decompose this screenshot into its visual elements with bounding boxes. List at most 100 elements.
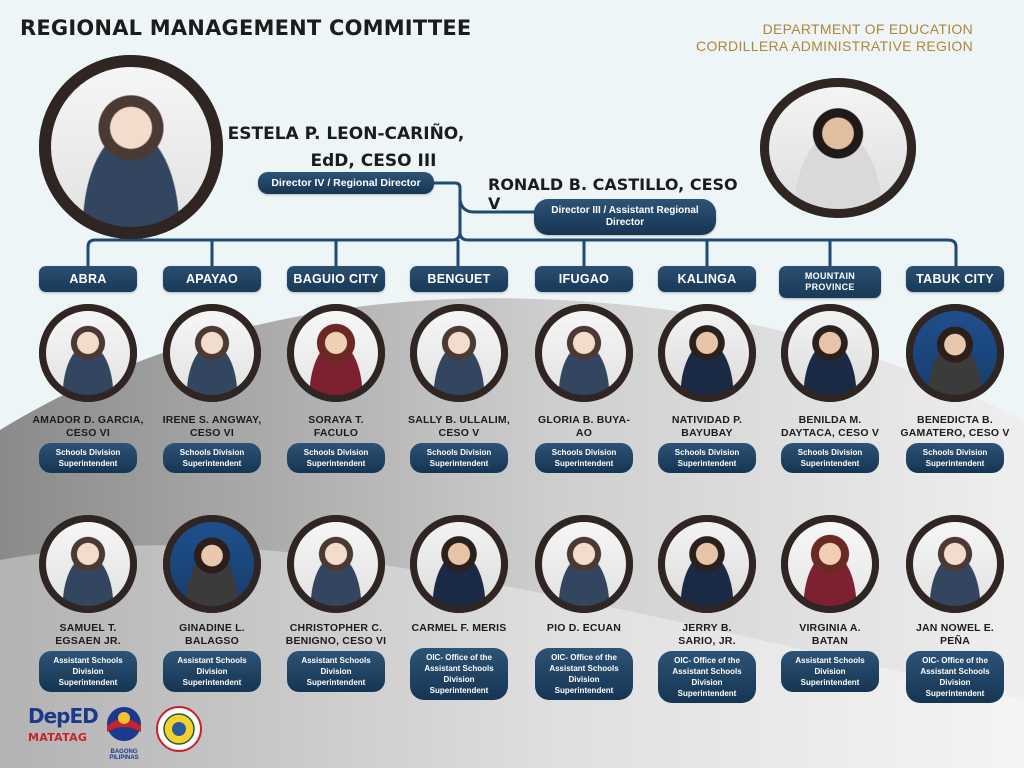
deped-matatag-logo: DepED MATATAG: [28, 704, 99, 756]
assistant-superintendent-card: PIO D. ECUAN OIC- Office of the Assistan…: [524, 622, 644, 700]
regional-director-name-line-1: ESTELA P. LEON-CARIÑO,: [227, 124, 465, 144]
superintendent-photo: [906, 304, 1004, 402]
department-label: DEPARTMENT OF EDUCATION CORDILLERA ADMIN…: [696, 21, 973, 55]
portrait-image: [163, 304, 261, 402]
assistant-superintendent-photo: [906, 515, 1004, 613]
portrait-image: [535, 515, 633, 613]
assistant-superintendent-title: OIC- Office of the Assistant Schools Div…: [410, 648, 508, 700]
assistant-superintendent-name: GINADINE L. BALAGSO: [179, 622, 245, 647]
assistant-superintendent-name: CARMEL F. MERIS: [411, 622, 507, 634]
superintendent-photo: [163, 304, 261, 402]
bagong-pilipinas-emblem-icon: [107, 707, 141, 741]
assistant-superintendent-photo: [410, 515, 508, 613]
assistant-superintendent-name: VIRGINIA A. BATAN: [799, 622, 861, 647]
assistant-superintendent-name: JAN NOWEL E. PEÑA: [915, 622, 995, 647]
assistant-superintendent-title: OIC- Office of the Assistant Schools Div…: [658, 651, 756, 703]
province-label-ifugao: IFUGAO: [535, 266, 633, 292]
bagong-pilipinas-label: BAGONG PILIPINAS: [109, 749, 139, 761]
portrait-image: [410, 304, 508, 402]
assistant-director-photo: [760, 78, 916, 218]
superintendent-card: SALLY B. ULLALIM, CESO V Schools Divisio…: [399, 414, 519, 473]
superintendent-photo: [658, 304, 756, 402]
superintendent-title: Schools Division Superintendent: [658, 443, 756, 473]
assistant-superintendent-card: CARMEL F. MERIS OIC- Office of the Assis…: [399, 622, 519, 700]
assistant-director-title: Director III / Assistant Regional Direct…: [534, 199, 716, 235]
province-label-apayao: APAYAO: [163, 266, 261, 292]
assistant-superintendent-photo: [39, 515, 137, 613]
superintendent-photo: [535, 304, 633, 402]
portrait-image: [410, 515, 508, 613]
province-label-abra: ABRA: [39, 266, 137, 292]
superintendent-name: NATIVIDAD P. BAYUBAY: [671, 414, 743, 439]
superintendent-card: IRENE S. ANGWAY, CESO VI Schools Divisio…: [152, 414, 272, 473]
superintendent-photo: [287, 304, 385, 402]
assistant-superintendent-card: VIRGINIA A. BATAN Assistant Schools Divi…: [770, 622, 890, 692]
superintendent-title: Schools Division Superintendent: [535, 443, 633, 473]
regional-director-name-line-2: EdD, CESO III: [310, 151, 437, 171]
superintendent-card: BENILDA M. DAYTACA, CESO V Schools Divis…: [770, 414, 890, 473]
assistant-superintendent-title: OIC- Office of the Assistant Schools Div…: [535, 648, 633, 700]
superintendent-title: Schools Division Superintendent: [287, 443, 385, 473]
superintendent-card: SORAYA T. FACULO Schools Division Superi…: [276, 414, 396, 473]
assistant-superintendent-name: SAMUEL T. EGSAEN JR.: [55, 622, 121, 647]
superintendent-photo: [39, 304, 137, 402]
portrait-image: [781, 304, 879, 402]
assistant-superintendent-card: SAMUEL T. EGSAEN JR. Assistant Schools D…: [28, 622, 148, 692]
assistant-superintendent-title: Assistant Schools Division Superintenden…: [287, 651, 385, 692]
assistant-superintendent-title: OIC- Office of the Assistant Schools Div…: [906, 651, 1004, 703]
department-line-1: DEPARTMENT OF EDUCATION: [762, 21, 973, 37]
superintendent-card: BENEDICTA B. GAMATERO, CESO V Schools Di…: [895, 414, 1015, 473]
deped-car-seal-icon: [156, 706, 202, 752]
superintendent-title: Schools Division Superintendent: [39, 443, 137, 473]
regional-director-photo: [39, 55, 223, 239]
superintendent-title: Schools Division Superintendent: [906, 443, 1004, 473]
portrait-image: [906, 515, 1004, 613]
superintendent-name: SORAYA T. FACULO: [308, 414, 364, 439]
portrait-image: [163, 515, 261, 613]
superintendent-name: GLORIA B. BUYA-AO: [537, 414, 631, 439]
assistant-superintendent-title: Assistant Schools Division Superintenden…: [781, 651, 879, 692]
assistant-superintendent-name: JERRY B. SARIO, JR.: [678, 622, 736, 647]
assistant-superintendent-photo: [535, 515, 633, 613]
province-label-benguet: BENGUET: [410, 266, 508, 292]
deped-logo-text: DepED: [28, 704, 99, 728]
portrait-image: [287, 515, 385, 613]
department-line-2: CORDILLERA ADMINISTRATIVE REGION: [696, 38, 973, 54]
assistant-superintendent-photo: [781, 515, 879, 613]
superintendent-name: AMADOR D. GARCIA, CESO VI: [32, 414, 144, 439]
superintendent-card: NATIVIDAD P. BAYUBAY Schools Division Su…: [647, 414, 767, 473]
regional-director-title: Director IV / Regional Director: [258, 172, 434, 194]
portrait-image: [535, 304, 633, 402]
province-label-tabuk-city: TABUK CITY: [906, 266, 1004, 292]
portrait-image: [39, 55, 223, 239]
province-label-baguio-city: BAGUIO CITY: [287, 266, 385, 292]
page-title: REGIONAL MANAGEMENT COMMITTEE: [20, 16, 472, 40]
matatag-logo-text: MATATAG: [28, 731, 88, 744]
bagong-pilipinas-logo: BAGONG PILIPINAS: [96, 704, 152, 761]
province-label-kalinga: KALINGA: [658, 266, 756, 292]
assistant-superintendent-title: Assistant Schools Division Superintenden…: [39, 651, 137, 692]
assistant-superintendent-card: JAN NOWEL E. PEÑA OIC- Office of the Ass…: [895, 622, 1015, 703]
superintendent-name: BENEDICTA B. GAMATERO, CESO V: [900, 414, 1010, 439]
province-label-mountain-province: MOUNTAIN PROVINCE: [779, 266, 881, 298]
superintendent-card: AMADOR D. GARCIA, CESO VI Schools Divisi…: [28, 414, 148, 473]
assistant-director-name: RONALD B. CASTILLO, CESO V: [488, 175, 738, 213]
superintendent-card: GLORIA B. BUYA-AO Schools Division Super…: [524, 414, 644, 473]
regional-director-name: ESTELA P. LEON-CARIÑO, EdD, CESO III: [224, 121, 468, 175]
assistant-superintendent-name: PIO D. ECUAN: [546, 622, 622, 634]
assistant-superintendent-photo: [163, 515, 261, 613]
portrait-image: [658, 304, 756, 402]
superintendent-title: Schools Division Superintendent: [163, 443, 261, 473]
portrait-image: [39, 304, 137, 402]
portrait-image: [658, 515, 756, 613]
portrait-image: [906, 304, 1004, 402]
portrait-image: [760, 78, 916, 218]
portrait-image: [781, 515, 879, 613]
portrait-image: [39, 515, 137, 613]
superintendent-title: Schools Division Superintendent: [781, 443, 879, 473]
superintendent-title: Schools Division Superintendent: [410, 443, 508, 473]
assistant-superintendent-card: JERRY B. SARIO, JR. OIC- Office of the A…: [647, 622, 767, 703]
superintendent-name: IRENE S. ANGWAY, CESO VI: [162, 414, 262, 439]
superintendent-photo: [410, 304, 508, 402]
assistant-superintendent-photo: [287, 515, 385, 613]
